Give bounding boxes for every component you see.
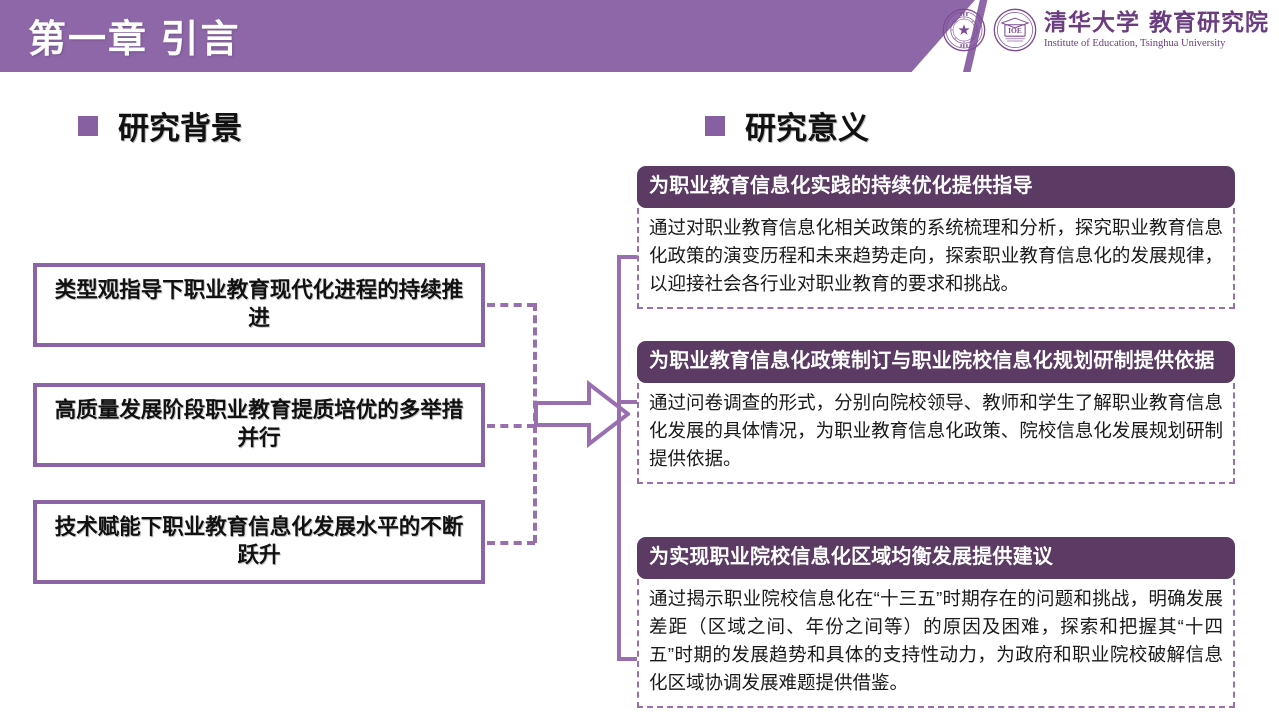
background-item-box: 高质量发展阶段职业教育提质培优的多举措并行 <box>33 383 485 467</box>
section-heading-significance: 研究意义 <box>705 103 869 148</box>
dashed-connector-bottom <box>487 541 535 545</box>
banner-shape-main <box>0 0 975 72</box>
svg-text:IOE: IOE <box>1008 26 1022 35</box>
section-heading-significance-label: 研究意义 <box>745 111 869 146</box>
institution-name-en: Institute of Education, Tsinghua Univers… <box>1043 37 1226 49</box>
institute-of-education-seal-icon: IOE <box>993 8 1037 52</box>
significance-item: 为职业教育信息化实践的持续优化提供指导 通过对职业教育信息化相关政策的系统梳理和… <box>637 166 1235 310</box>
section-heading-background: 研究背景 <box>78 103 242 148</box>
institution-logo: IOE 清华大学 教育研究院 Institute of Education, T… <box>942 8 1269 52</box>
significance-item-header: 为职业教育信息化政策制订与职业院校信息化规划研制提供依据 <box>637 341 1235 383</box>
square-bullet-icon <box>705 115 725 136</box>
significance-item-body-text: 通过对职业教育信息化相关政策的系统梳理和分析，探究职业教育信息化政策的演变历程和… <box>649 216 1223 295</box>
solid-connector-top <box>617 255 639 259</box>
dashed-connector-top <box>487 303 535 307</box>
background-item-text: 高质量发展阶段职业教育提质培优的多举措并行 <box>54 398 464 450</box>
significance-item-header: 为职业教育信息化实践的持续优化提供指导 <box>637 166 1235 208</box>
solid-connector-spine <box>617 255 621 661</box>
significance-item-body-text: 通过揭示职业院校信息化在“十三五”时期存在的问题和挑战，明确发展差距（区域之间、… <box>649 587 1223 694</box>
significance-item-header: 为实现职业院校信息化区域均衡发展提供建议 <box>637 537 1235 579</box>
chapter-title: 第一章 引言 <box>28 19 241 61</box>
significance-item-body: 通过揭示职业院校信息化在“十三五”时期存在的问题和挑战，明确发展差距（区域之间、… <box>637 578 1235 709</box>
significance-item-body-text: 通过问卷调查的形式，分别向院校领导、教师和学生了解职业教育信息化发展的具体情况，… <box>649 391 1223 470</box>
background-item-box: 类型观指导下职业教育现代化进程的持续推进 <box>33 263 485 347</box>
square-bullet-icon <box>78 115 98 136</box>
institution-name-block: 清华大学 教育研究院 Institute of Education, Tsing… <box>1043 9 1269 49</box>
background-item-text: 技术赋能下职业教育信息化发展水平的不断跃升 <box>54 515 464 567</box>
dashed-connector-middle <box>487 424 535 428</box>
significance-item-body: 通过问卷调查的形式，分别向院校领导、教师和学生了解职业教育信息化发展的具体情况，… <box>637 382 1235 485</box>
background-item-box: 技术赋能下职业教育信息化发展水平的不断跃升 <box>33 500 485 584</box>
significance-item-body: 通过对职业教育信息化相关政策的系统梳理和分析，探究职业教育信息化政策的演变历程和… <box>637 207 1235 310</box>
background-item-text: 类型观指导下职业教育现代化进程的持续推进 <box>54 278 464 330</box>
significance-item: 为实现职业院校信息化区域均衡发展提供建议 通过揭示职业院校信息化在“十三五”时期… <box>637 537 1235 709</box>
solid-connector-bottom <box>617 657 639 661</box>
significance-item: 为职业教育信息化政策制订与职业院校信息化规划研制提供依据 通过问卷调查的形式，分… <box>637 341 1235 485</box>
significance-item-title: 为职业教育信息化政策制订与职业院校信息化规划研制提供依据 <box>649 350 1215 372</box>
tsinghua-university-seal-icon <box>942 8 986 52</box>
significance-item-title: 为职业教育信息化实践的持续优化提供指导 <box>649 175 1033 197</box>
section-heading-background-label: 研究背景 <box>118 111 242 146</box>
significance-item-title: 为实现职业院校信息化区域均衡发展提供建议 <box>649 546 1053 568</box>
slide-header-banner: 第一章 引言 <box>0 0 1279 72</box>
solid-connector-middle <box>617 400 639 404</box>
institution-name-cn: 清华大学 教育研究院 <box>1043 9 1269 37</box>
right-arrow-icon <box>534 380 630 448</box>
